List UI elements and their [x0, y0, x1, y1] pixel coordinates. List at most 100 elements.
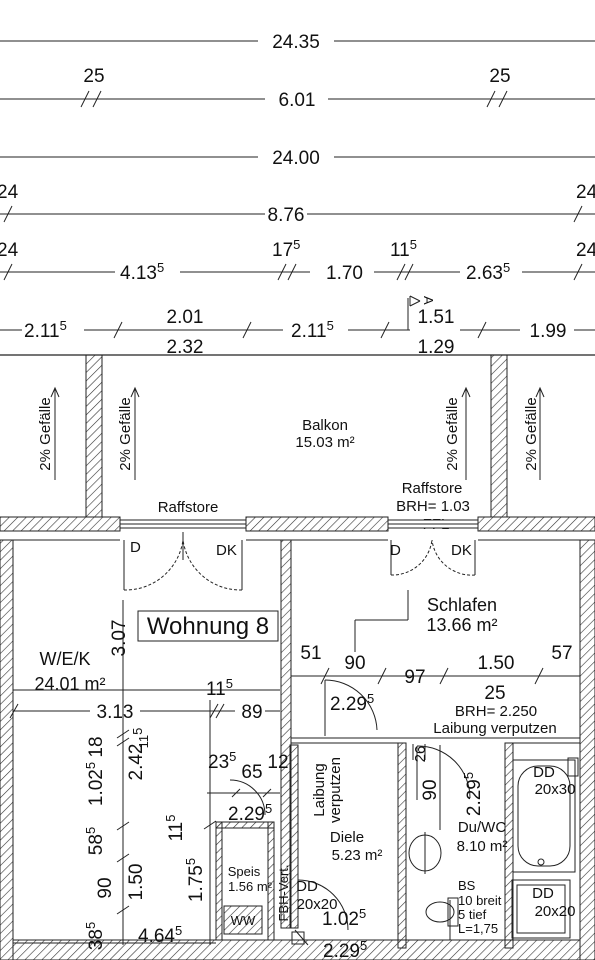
dim-90a: 90	[344, 653, 365, 674]
dim-1025b: 1.025	[322, 906, 366, 930]
dim-2635: 2.635	[466, 260, 510, 284]
dim-129: 1.29	[418, 337, 455, 358]
bs-length: L=1,75	[458, 921, 498, 936]
balkon-area: 15.03 m²	[295, 434, 354, 451]
dim-97: 97	[404, 667, 425, 688]
laibung-vertical-2: verputzen	[327, 757, 344, 823]
dim-242: 2.42	[126, 744, 147, 781]
walls	[0, 516, 595, 960]
dim-18: 18	[86, 736, 107, 757]
dim-57: 57	[551, 643, 572, 664]
dim-2295a: 2.295	[330, 691, 374, 715]
dim-26: 26	[412, 746, 429, 763]
dim-2295b: 2.295	[228, 801, 272, 825]
dim-1755: 1.755	[183, 858, 207, 902]
room-speis: Speis	[228, 864, 261, 879]
brh-103: BRH= 1.03	[396, 498, 470, 515]
dim-25: 25	[484, 683, 505, 704]
dim-left-25: 25	[83, 66, 104, 87]
dim-313: 3.13	[97, 702, 134, 723]
dim-115d: 115	[163, 815, 187, 842]
interior-dimension-lines	[9, 590, 580, 945]
dim-585: 585	[83, 827, 107, 855]
dd3-size: 20x20	[535, 903, 576, 920]
dim-2400: 24.00	[272, 148, 320, 169]
dd1-label: DD	[296, 878, 318, 895]
dim-2115b: 2.115	[291, 318, 334, 342]
dim-overall: 24.35	[272, 32, 320, 53]
dim-307: 3.07	[109, 620, 130, 657]
dimension-texts: 24.35 25 25 6.01 24.00 24 24 8.76 24 24 …	[0, 32, 595, 358]
balkon-label: Balkon	[302, 417, 348, 434]
dim-right-24a: 24	[576, 182, 595, 203]
dim-170: 1.70	[326, 263, 363, 284]
dim-232: 2.32	[167, 337, 204, 358]
brh-2250: BRH= 2.250	[455, 703, 537, 720]
dd2-label: DD	[533, 764, 555, 781]
room-schlafen-area: 13.66 m²	[426, 615, 497, 635]
raffstore-label-1: Raffstore	[158, 499, 219, 516]
bs-width: 10 breit	[458, 893, 502, 908]
interior-dimension-texts: 51 90 97 1.50 57 25 2.295 3.07 3.13 115 …	[83, 620, 573, 960]
room-duwc-area: 8.10 m²	[457, 838, 508, 855]
dim-65: 65	[241, 762, 262, 783]
door-label-d2: D	[390, 542, 401, 559]
slope-label-3: 2% Gefälle	[444, 397, 461, 470]
raffstore-label-2: Raffstore	[402, 480, 463, 497]
laibung-vertical-1: Laibung	[311, 763, 328, 816]
dim-150b: 1.50	[126, 864, 147, 901]
dd2-size: 20x30	[535, 781, 576, 798]
slope-label-1: 2% Gefälle	[37, 397, 54, 470]
room-diele-area: 5.23 m²	[332, 847, 383, 864]
door-label-dk1: DK	[216, 542, 237, 559]
room-schlafen: Schlafen	[427, 595, 497, 615]
dim-115b: 115	[206, 676, 233, 700]
dim-235: 235	[208, 749, 236, 773]
balcony: 2% Gefälle 2% Gefälle 2% Gefälle 2% Gefä…	[0, 354, 595, 533]
section-a-marker: A	[421, 296, 436, 305]
apartment-label-box	[137, 610, 279, 642]
dim-2115a: 2.115	[24, 318, 67, 342]
dim-90c: 90	[95, 877, 116, 898]
dim-right-25: 25	[489, 66, 510, 87]
dim-4135: 4.135	[120, 260, 164, 284]
room-diele: Diele	[330, 829, 364, 846]
dim-right-24b: 24	[576, 240, 595, 261]
dim-2295c: 2.295	[461, 772, 485, 816]
dd1-size: 20x20	[297, 896, 338, 913]
dim-876: 8.76	[268, 205, 305, 226]
bs-label: BS	[458, 878, 476, 893]
room-wek: W/E/K	[39, 649, 90, 669]
door-label-dk2: DK	[451, 542, 472, 559]
dim-150a: 1.50	[478, 653, 515, 674]
dim-115c: 115	[130, 728, 151, 749]
dim-1025a: 1.025	[83, 762, 107, 806]
bathroom-fixtures	[223, 744, 579, 946]
dim-4645: 4.645	[138, 923, 182, 947]
room-labels: Wohnung 8 D DK D DK Schlafen 13.66 m² W/…	[34, 539, 575, 936]
bs-depth: 5 tief	[458, 907, 487, 922]
dim-601: 6.01	[279, 90, 316, 111]
dimension-chains	[0, 40, 595, 339]
dim-left-24a: 24	[0, 182, 19, 203]
laibung-label: Laibung verputzen	[433, 720, 556, 737]
door-label-d1: D	[130, 539, 141, 556]
room-duwc: Du/WC	[458, 819, 507, 836]
slope-label-2: 2% Gefälle	[117, 397, 134, 470]
dim-12: 12	[267, 752, 288, 773]
dim-199: 1.99	[530, 321, 567, 342]
dim-89: 89	[241, 702, 262, 723]
slope-label-4: 2% Gefälle	[523, 397, 540, 470]
apartment-label: Wohnung 8	[147, 613, 269, 640]
dd3-label: DD	[532, 885, 554, 902]
dim-175: 175	[272, 237, 300, 261]
dim-151: 1.51	[418, 307, 455, 328]
dim-385: 385	[83, 922, 107, 950]
dim-51: 51	[300, 643, 321, 664]
doors	[123, 532, 476, 931]
dim-2295d: 2.295	[323, 938, 367, 960]
fbh-distributor: FBH-Vert.	[276, 864, 291, 921]
ww-label: WW	[231, 913, 256, 928]
dim-90b: 90	[420, 779, 441, 800]
